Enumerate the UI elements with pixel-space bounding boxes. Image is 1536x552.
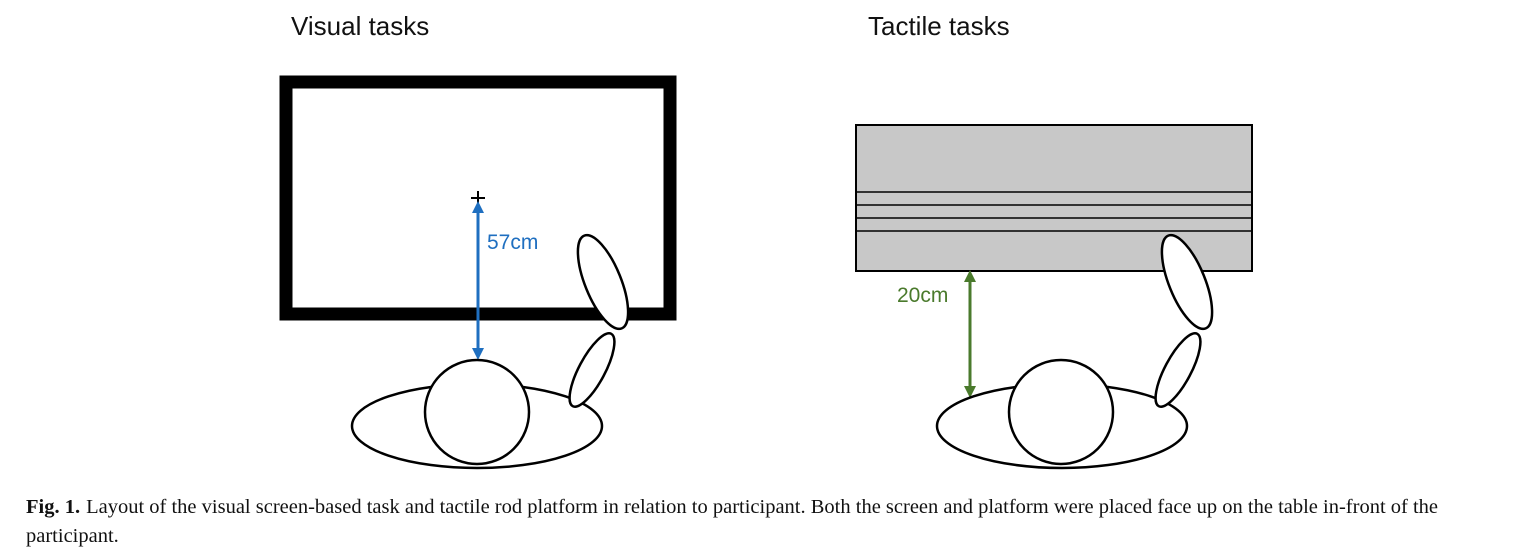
forearm-shape [568, 332, 616, 408]
tactile-panel: Tactile tasks 20cm [855, 11, 1253, 470]
head-shape [423, 358, 531, 466]
figure-diagram: Visual tasks 57cm Tactile tasks [279, 11, 1253, 470]
visual-participant-figure [350, 233, 630, 470]
caption-label: Fig. 1. [26, 496, 81, 518]
tactile-participant-figure [935, 233, 1214, 470]
hand-shape [576, 233, 630, 331]
figure-caption: Fig. 1.Layout of the visual screen-based… [26, 493, 1510, 551]
rod-platform [855, 124, 1253, 272]
tactile-distance-label: 20cm [897, 284, 948, 307]
visual-panel: Visual tasks 57cm [279, 11, 677, 470]
head-shape [1007, 358, 1115, 466]
visual-panel-title: Visual tasks [291, 11, 429, 41]
tactile-panel-title: Tactile tasks [868, 11, 1010, 41]
hand-shape [1160, 233, 1214, 331]
visual-distance-label: 57cm [487, 231, 538, 254]
caption-text: Layout of the visual screen-based task a… [26, 496, 1439, 547]
forearm-shape [1154, 332, 1202, 408]
